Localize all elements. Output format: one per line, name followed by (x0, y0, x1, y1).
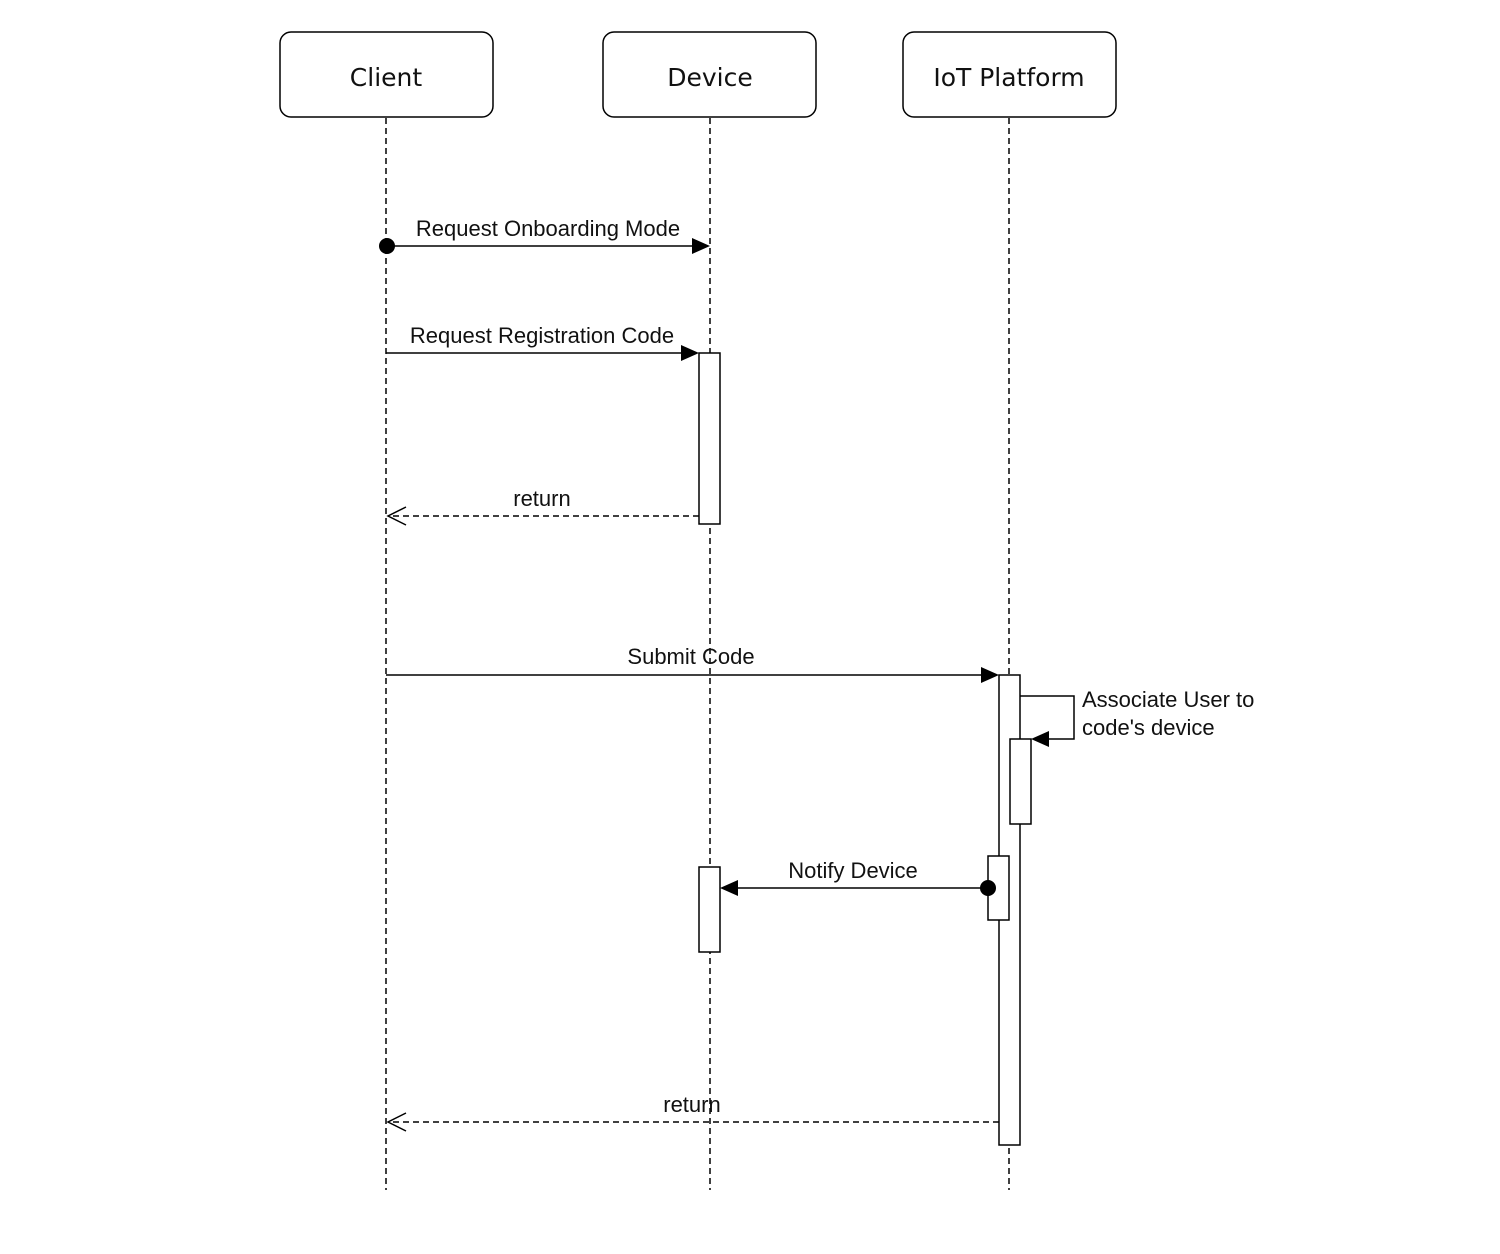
message-label: Notify Device (788, 858, 918, 883)
message-associate-user[interactable]: Associate User to code's device (1020, 687, 1254, 747)
participant-iot-platform-label: IoT Platform (933, 63, 1084, 92)
message-label: Request Onboarding Mode (416, 216, 680, 241)
message-label: Request Registration Code (410, 323, 674, 348)
activation-platform-associate (1009, 738, 1032, 825)
message-label: Submit Code (627, 644, 754, 669)
message-notify-device[interactable]: Notify Device (720, 858, 996, 896)
message-label: return (663, 1092, 720, 1117)
message-request-registration-code[interactable]: Request Registration Code (386, 323, 699, 361)
arrowhead-solid-icon (981, 667, 999, 683)
message-request-onboarding-mode[interactable]: Request Onboarding Mode (379, 216, 710, 254)
participant-device-label: Device (667, 63, 753, 92)
arrowhead-solid-icon (692, 238, 710, 254)
activation-device-registration (698, 352, 721, 525)
message-return-submit-code[interactable]: return (386, 1092, 999, 1132)
message-submit-code[interactable]: Submit Code (386, 644, 999, 683)
activation-device-notify (698, 866, 721, 953)
participant-client[interactable]: Client (279, 31, 494, 118)
message-return-registration-code[interactable]: return (386, 486, 699, 526)
arrowhead-solid-icon (681, 345, 699, 361)
message-label: return (513, 486, 570, 511)
message-label-line-1: Associate User to (1082, 687, 1254, 712)
participant-iot-platform[interactable]: IoT Platform (902, 31, 1117, 118)
participant-device[interactable]: Device (602, 31, 817, 118)
arrowhead-solid-icon (1031, 731, 1049, 747)
participant-client-label: Client (350, 63, 423, 92)
arrowhead-open-icon (386, 506, 407, 526)
arrowhead-open-icon (386, 1112, 407, 1132)
message-label-line-2: code's device (1082, 715, 1215, 740)
arrowhead-solid-icon (720, 880, 738, 896)
